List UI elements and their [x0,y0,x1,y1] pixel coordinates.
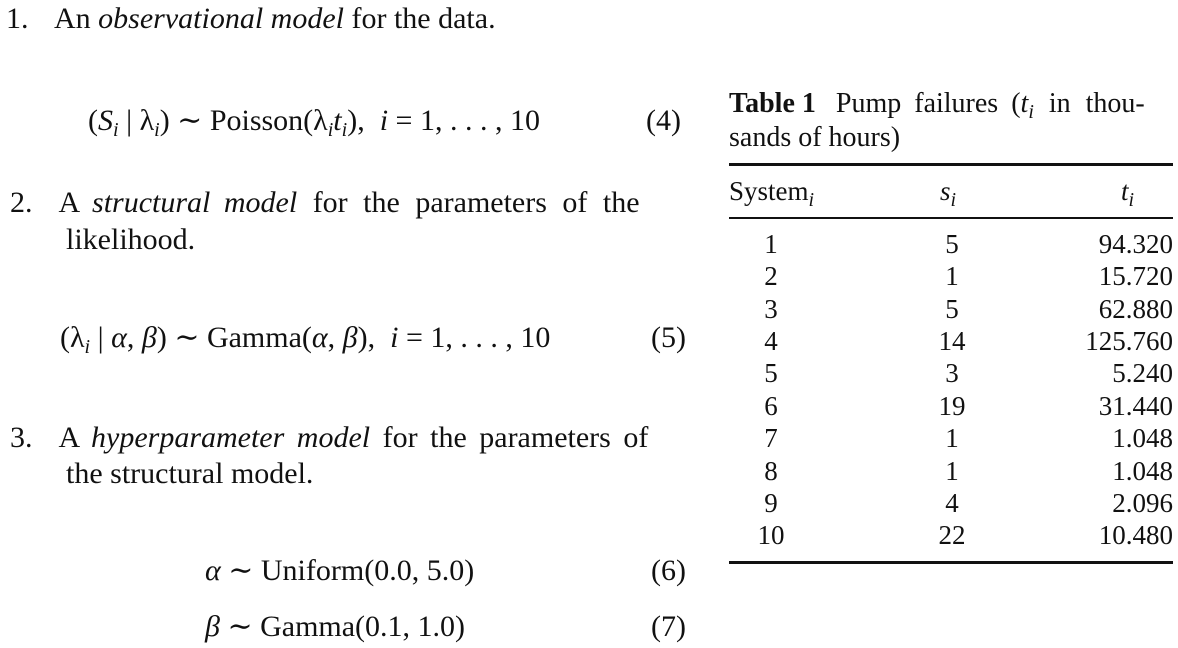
list-number: 1. [6,2,29,35]
equation-7-tag: (7) [651,610,686,643]
cell-s: 1 [945,261,959,291]
cell-t: 15.720 [1098,261,1173,291]
cell-system: 4 [764,326,778,356]
cell-s: 22 [938,520,966,550]
table-caption-sub: i [1028,101,1034,123]
header-s: si [940,176,956,210]
cell-t: 31.440 [1098,391,1173,421]
cell-s: 1 [945,456,959,486]
cell-s: 5 [945,294,959,324]
cell-system: 1 [764,229,778,259]
cell-system: 2 [764,261,778,291]
header-t: ti [1121,176,1134,210]
cell-t: 1.048 [1112,423,1173,453]
header-s-label: s [940,176,951,206]
header-system-label: System [729,176,809,206]
cell-t: 125.760 [1085,326,1173,356]
equation-4-tag: (4) [646,104,681,137]
cell-system: 3 [764,294,778,324]
cell-s: 5 [945,229,959,259]
equation-6: α ∼ Uniform(0.0, 5.0) [205,554,474,588]
table-caption-rest: in thou- [1033,88,1145,119]
equation-6-tag: (6) [651,554,686,587]
table-bottom-rule [729,561,1173,564]
item-text-pre: A [58,421,92,454]
cell-system: 7 [764,423,778,453]
table-caption: Table 1 Pump failures (ti in thou- [729,88,1145,123]
cell-s: 4 [945,488,959,518]
equation-6-rhs: ∼ Uniform(0.0, 5.0) [228,554,475,587]
equation-5-tag: (5) [651,321,686,354]
table-caption-label: Table 1 [729,88,816,119]
cell-t: 1.048 [1112,456,1173,486]
equation-4: (Si | λi) ∼ Poisson(λiti), i = 1, . . . … [88,104,540,141]
cell-system: 5 [764,358,778,388]
table-caption-text: Pump failures ( [835,88,1021,119]
list-item-3-line-2: the structural model. [66,457,314,490]
equation-7: β ∼ Gamma(0.1, 1.0) [205,610,465,644]
header-t-label: t [1121,176,1129,206]
table-caption-line-2: sands of hours) [729,122,901,153]
cell-system: 10 [757,520,785,550]
item-text-post: for the parameters of [370,421,649,454]
item-text-pre: A [58,186,93,219]
cell-s: 19 [938,391,966,421]
list-number: 3. [10,421,33,454]
cell-system: 9 [764,488,778,518]
equation-5: (λi | α, β) ∼ Gamma(α, β), i = 1, . . . … [60,321,551,358]
item-text-emphasis: observational model [98,2,344,35]
header-system-sub: i [808,189,815,211]
list-number: 2. [10,186,33,219]
equation-7-lhs: β [205,610,220,643]
cell-t: 94.320 [1098,229,1173,259]
cell-s: 1 [945,423,959,453]
cell-t: 10.480 [1098,520,1173,550]
cell-system: 8 [764,456,778,486]
cell-s: 3 [945,358,959,388]
item-text-emphasis: structural model [92,186,298,219]
equation-7-rhs: ∼ Gamma(0.1, 1.0) [227,610,466,643]
table-top-rule [729,163,1173,166]
cell-t: 62.880 [1098,294,1173,324]
item-text-emphasis: hyperparameter model [91,421,371,454]
table-header-rule [729,217,1173,219]
item-text-post: for the data. [343,2,496,35]
item-text-pre: An [54,2,99,35]
list-item-2-line-2: likelihood. [66,223,196,256]
header-s-sub: i [950,189,957,211]
item-text-post: for the parameters of the [297,186,640,219]
equation-6-lhs: α [205,554,221,587]
cell-system: 6 [764,391,778,421]
table-caption-var: t [1020,88,1029,119]
cell-s: 14 [938,326,966,356]
header-system: Systemi [729,176,814,210]
cell-t: 5.240 [1112,358,1173,388]
header-t-sub: i [1128,189,1135,211]
list-item-1: 1. An observational model for the data. [6,2,496,36]
list-item-3: 3. A hyperparameter model for the paramet… [10,421,648,455]
cell-t: 2.096 [1112,488,1173,518]
list-item-2: 2. A structural model for the parameters … [10,186,640,220]
